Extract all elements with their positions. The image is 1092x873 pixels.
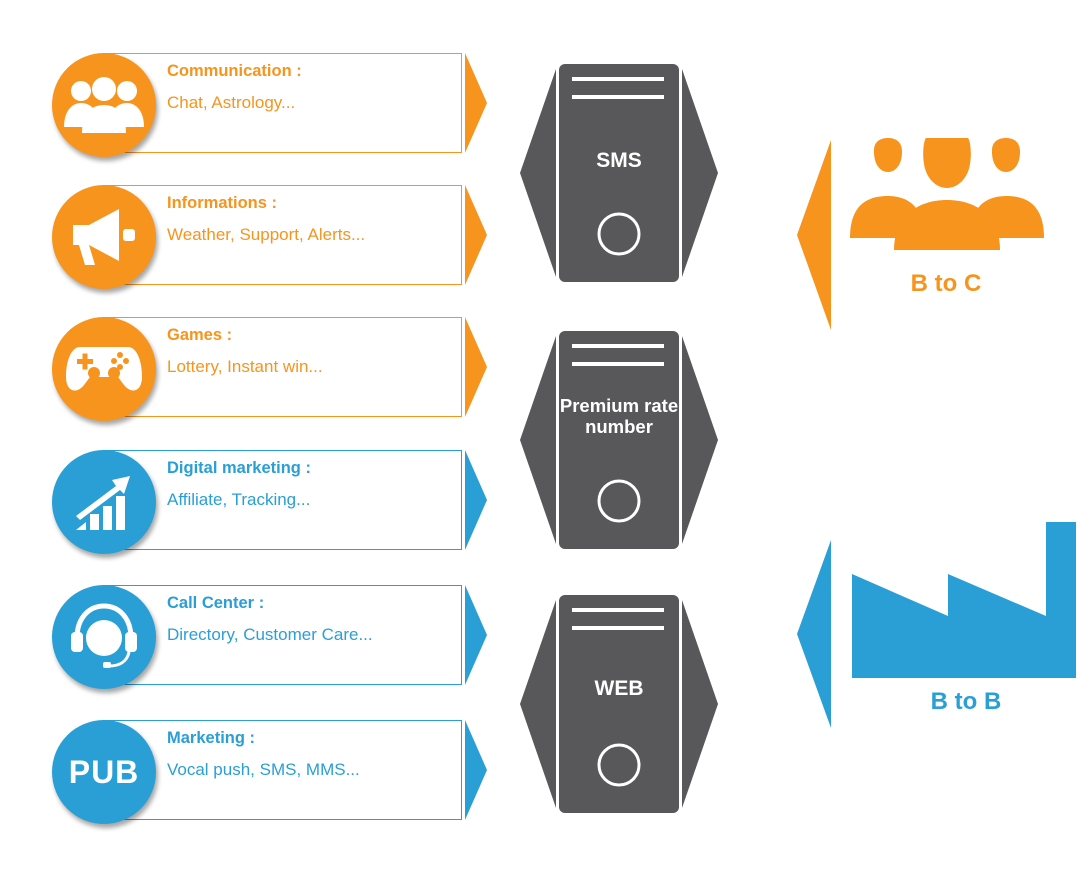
arrow-right-icon	[465, 450, 487, 550]
service-box	[102, 53, 462, 153]
service-title: Games :	[167, 326, 233, 344]
growth-chart-icon	[52, 450, 156, 554]
service-title: Call Center :	[167, 594, 265, 612]
service-card-marketing: PUB Marketing : Vocal push, SMS, MMS...	[52, 720, 487, 824]
arrow-right-icon	[465, 720, 487, 820]
people-icon	[52, 53, 156, 157]
arrow-right-icon	[465, 53, 487, 153]
service-description: Affiliate, Tracking...	[167, 490, 311, 509]
service-card-informations: Informations : Weather, Support, Alerts.…	[52, 185, 487, 289]
headset-icon	[52, 585, 156, 689]
b2b-label: B to B	[930, 688, 1002, 715]
service-box	[102, 720, 462, 820]
arrow-right-icon	[465, 185, 487, 285]
service-title: Informations :	[167, 194, 277, 212]
server-label: Premium rate number	[559, 395, 679, 437]
service-title: Digital marketing :	[167, 459, 311, 477]
service-card-call-center: Call Center : Directory, Customer Care..…	[52, 585, 487, 689]
server-label: SMS	[596, 149, 642, 172]
arrow-right-icon	[465, 317, 487, 417]
service-card-games: Games : Lottery, Instant win...	[52, 317, 487, 421]
gamepad-icon	[52, 317, 156, 421]
arrow-right-icon	[465, 585, 487, 685]
service-description: Lottery, Instant win...	[167, 357, 323, 376]
arrow-left-icon	[797, 140, 831, 330]
service-card-digital-marketing: Digital marketing : Affiliate, Tracking.…	[52, 450, 487, 554]
pub-icon: PUB	[52, 720, 156, 824]
server-tower-icon	[520, 331, 718, 549]
service-box	[102, 585, 462, 685]
server-label: WEB	[594, 677, 644, 700]
server-premium-rate-number: Premium rate number	[520, 331, 718, 549]
server-tower-icon	[520, 595, 718, 813]
b2c-label: B to C	[910, 270, 982, 297]
server-tower-icon	[520, 64, 718, 282]
service-description: Directory, Customer Care...	[167, 625, 373, 644]
service-description: Weather, Support, Alerts...	[167, 225, 366, 244]
pub-icon-text: PUB	[68, 753, 140, 790]
arrow-left-icon	[797, 540, 831, 728]
server-web: WEB	[520, 595, 718, 813]
service-box	[102, 317, 462, 417]
service-description: Chat, Astrology...	[167, 93, 296, 112]
service-title: Communication :	[167, 62, 302, 80]
service-card-communication: Communication : Chat, Astrology...	[52, 53, 487, 157]
server-sms: SMS	[520, 64, 718, 282]
service-description: Vocal push, SMS, MMS...	[167, 760, 360, 779]
service-box	[102, 450, 462, 550]
service-box	[102, 185, 462, 285]
people-icon	[850, 138, 1044, 250]
megaphone-icon	[52, 185, 156, 289]
factory-icon	[852, 522, 1076, 678]
service-title: Marketing :	[167, 729, 256, 747]
